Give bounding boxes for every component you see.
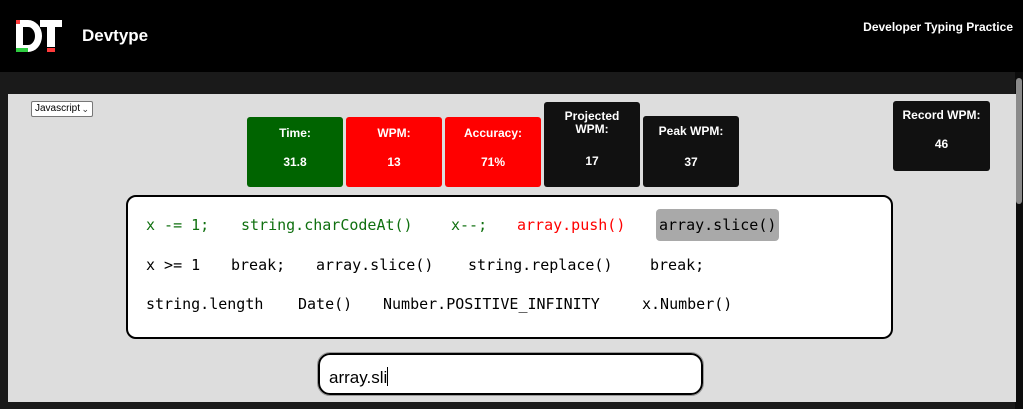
text-caret: [387, 367, 389, 386]
word-display: x -= 1; string.charCodeAt() x--; array.p…: [126, 195, 893, 339]
word-upcoming: x >= 1: [146, 256, 201, 274]
chevron-down-icon: ⌄: [81, 104, 89, 114]
brand-name[interactable]: Devtype: [82, 26, 149, 45]
stat-record-wpm-label: Record WPM:: [902, 108, 981, 122]
language-select[interactable]: Javascript ⌄: [31, 101, 93, 117]
word-correct: string.charCodeAt(): [241, 216, 413, 234]
page-scrollbar[interactable]: [1015, 72, 1023, 409]
stat-peak-wpm-label: Peak WPM:: [658, 124, 724, 138]
stat-record-wpm: Record WPM: 46: [893, 101, 990, 171]
stat-wpm-label: WPM:: [377, 126, 411, 140]
devtype-logo: [16, 20, 62, 52]
word-upcoming: x.Number(): [642, 295, 733, 313]
word-incorrect: array.push(): [517, 216, 626, 234]
stat-projected-wpm-label-line2: WPM:: [575, 122, 609, 136]
stat-peak-wpm-value: 37: [684, 155, 698, 169]
stat-peak-wpm: Peak WPM: 37: [643, 116, 739, 187]
scrollbar-thumb[interactable]: [1016, 78, 1022, 204]
stat-accuracy-value: 71%: [480, 155, 506, 169]
stat-wpm-value: 13: [387, 155, 401, 169]
stat-time: Time: 31.8: [247, 117, 343, 187]
stat-time-label: Time:: [279, 126, 311, 140]
stat-projected-wpm-label: Projected WPM:: [544, 110, 640, 136]
word-upcoming: string.replace(): [468, 256, 613, 274]
stat-projected-wpm-value: 17: [585, 154, 599, 168]
word-upcoming: Date(): [298, 295, 353, 313]
word-upcoming: string.length: [146, 295, 264, 313]
stat-projected-wpm: Projected WPM: 17: [544, 102, 640, 187]
word-upcoming: array.slice(): [316, 256, 434, 274]
stat-time-value: 31.8: [283, 155, 307, 169]
tagline: Developer Typing Practice: [863, 20, 1013, 34]
stat-accuracy: Accuracy: 71%: [445, 117, 541, 187]
word-correct: x -= 1;: [146, 216, 210, 234]
word-current: array.slice(): [656, 209, 780, 241]
typing-input-value: array.sli: [329, 368, 388, 387]
word-upcoming: break;: [650, 256, 705, 274]
language-select-value: Javascript: [35, 103, 81, 114]
stat-wpm: WPM: 13: [346, 117, 442, 187]
typing-input[interactable]: array.sli: [317, 352, 704, 396]
word-correct: x--;: [451, 216, 488, 234]
stat-record-wpm-value: 46: [934, 137, 949, 151]
word-upcoming: break;: [231, 256, 286, 274]
stat-accuracy-label: Accuracy:: [463, 126, 523, 140]
word-upcoming: Number.POSITIVE_INFINITY: [383, 295, 600, 313]
app-header: Devtype Developer Typing Practice: [0, 0, 1023, 72]
stat-projected-wpm-label-line1: Projected: [564, 109, 620, 123]
